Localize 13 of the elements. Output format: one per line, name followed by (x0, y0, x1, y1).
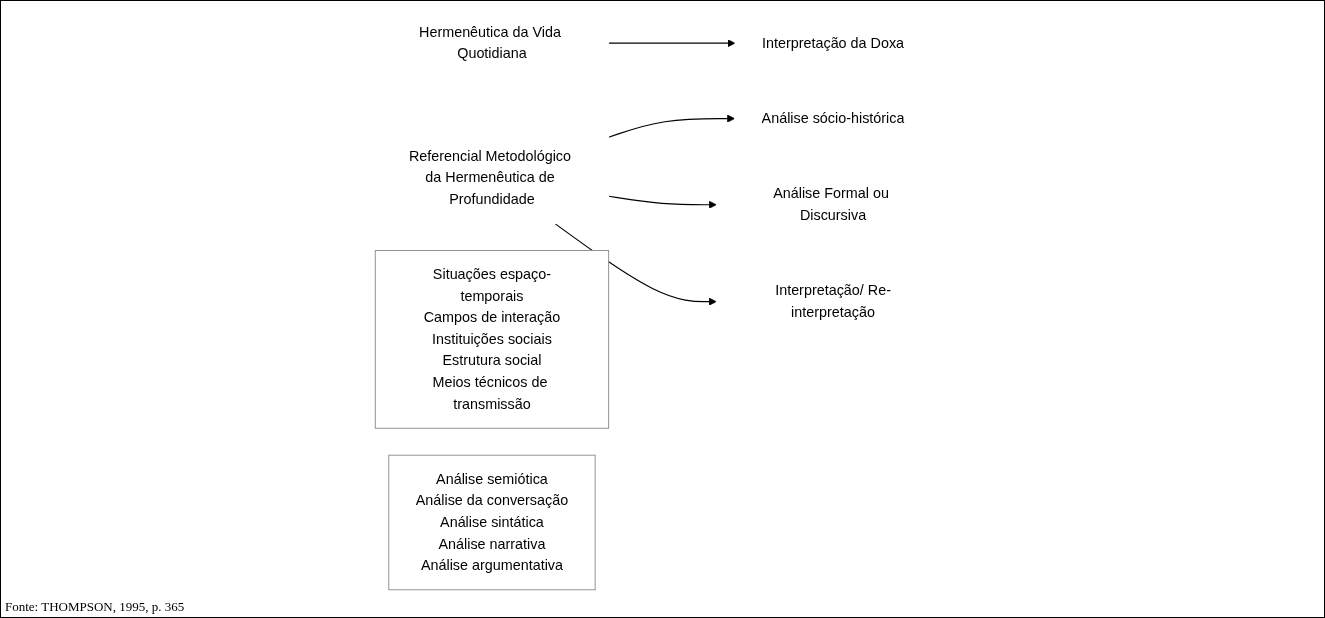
source-caption: Fonte: THOMPSON, 1995, p. 365 (4, 598, 186, 616)
node-box: Situações espaço-temporais Campos de interação Instituições sociais Estrutura social Meios técnicos de transmissão (374, 250, 610, 429)
node-text: Referencial Metodológico da Hermenêutica de Profundidade (408, 148, 571, 207)
node-text: Análise sócio-histórica (761, 110, 905, 126)
arrow (608, 39, 736, 48)
node-text: Interpretação/ Re-interpretação (775, 282, 891, 320)
arrow (608, 114, 736, 138)
node-text: Hermenêutica da Vida Quotidiana (419, 24, 561, 62)
node-text: Análise Formal ou Discursiva (773, 185, 889, 223)
node-text: Interpretação da Doxa (761, 35, 905, 51)
arrow (608, 195, 717, 209)
node-box: Análise semiótica Análise da conversação Análise sintática Análise narrativa Análise argumentativa (388, 454, 596, 591)
arrow (554, 223, 717, 306)
